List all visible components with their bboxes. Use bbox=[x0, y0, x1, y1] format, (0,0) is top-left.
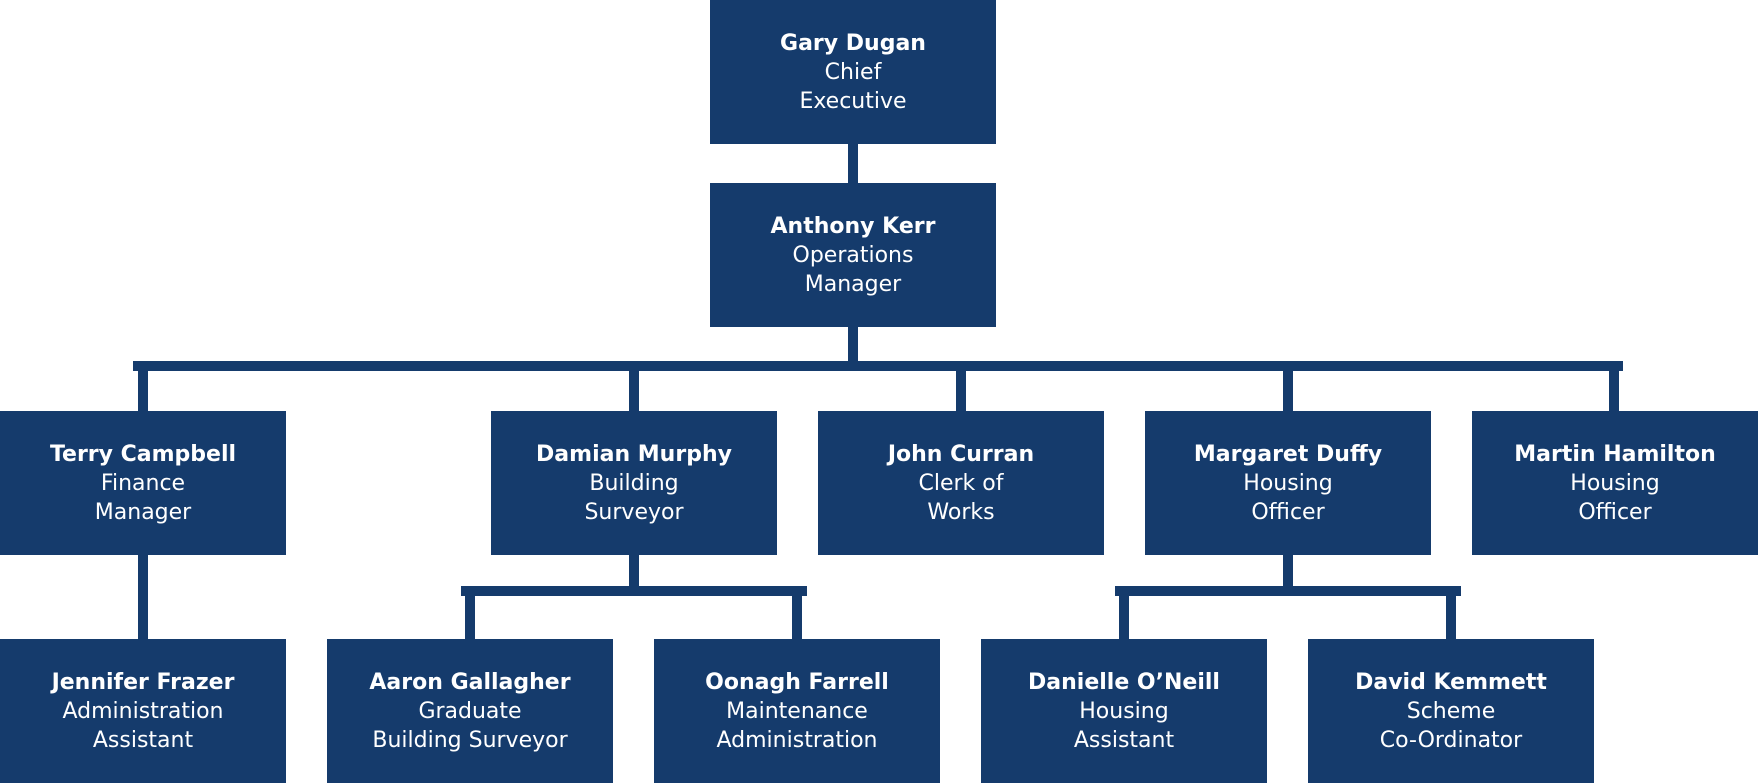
box-admin: Jennifer Frazer Administration Assistant bbox=[0, 639, 286, 783]
ceo-role: Chief Executive bbox=[799, 59, 907, 114]
graduate-name: Aaron Gallagher bbox=[369, 669, 571, 695]
surveyor-name: Damian Murphy bbox=[536, 441, 732, 467]
box-scheme: David Kemmett Scheme Co-Ordinator bbox=[1308, 639, 1594, 783]
box-graduate: Aaron Gallagher Graduate Building Survey… bbox=[327, 639, 613, 783]
ceo-name: Gary Dugan bbox=[780, 30, 926, 56]
box-finance: Terry Campbell Finance Manager bbox=[0, 411, 286, 555]
maintenance-name: Oonagh Farrell bbox=[705, 669, 889, 695]
clerk-name: John Curran bbox=[887, 441, 1035, 467]
box-clerk: John Curran Clerk of Works bbox=[818, 411, 1104, 555]
finance-role: Finance Manager bbox=[94, 470, 192, 525]
ops-role: Operations Manager bbox=[792, 242, 914, 297]
admin-role: Administration Assistant bbox=[62, 698, 224, 753]
housing2-name: Martin Hamilton bbox=[1514, 441, 1716, 467]
scheme-role: Scheme Co-Ordinator bbox=[1379, 698, 1523, 753]
housing-asst-role: Housing Assistant bbox=[1073, 698, 1175, 753]
scheme-name: David Kemmett bbox=[1355, 669, 1547, 695]
box-maintenance: Oonagh Farrell Maintenance Administratio… bbox=[654, 639, 940, 783]
box-surveyor: Damian Murphy Building Surveyor bbox=[491, 411, 777, 555]
finance-name: Terry Campbell bbox=[49, 441, 237, 467]
housing1-name: Margaret Duffy bbox=[1193, 441, 1383, 467]
housing-asst-name: Danielle O’Neill bbox=[1028, 669, 1220, 695]
housing1-role: Housing Officer bbox=[1243, 470, 1333, 525]
housing2-role: Housing Officer bbox=[1570, 470, 1660, 525]
box-ceo: Gary Dugan Chief Executive bbox=[710, 0, 996, 144]
admin-name: Jennifer Frazer bbox=[51, 669, 235, 695]
surveyor-role: Building Surveyor bbox=[584, 470, 684, 525]
box-housing1: Margaret Duffy Housing Officer bbox=[1145, 411, 1431, 555]
box-housing2: Martin Hamilton Housing Officer bbox=[1472, 411, 1758, 555]
maintenance-role: Maintenance Administration bbox=[716, 698, 878, 753]
box-ops: Anthony Kerr Operations Manager bbox=[710, 183, 996, 327]
box-housing-asst: Danielle O’Neill Housing Assistant bbox=[981, 639, 1267, 783]
graduate-role: Graduate Building Surveyor bbox=[372, 698, 568, 753]
ops-name: Anthony Kerr bbox=[770, 213, 936, 239]
clerk-role: Clerk of Works bbox=[918, 470, 1004, 525]
